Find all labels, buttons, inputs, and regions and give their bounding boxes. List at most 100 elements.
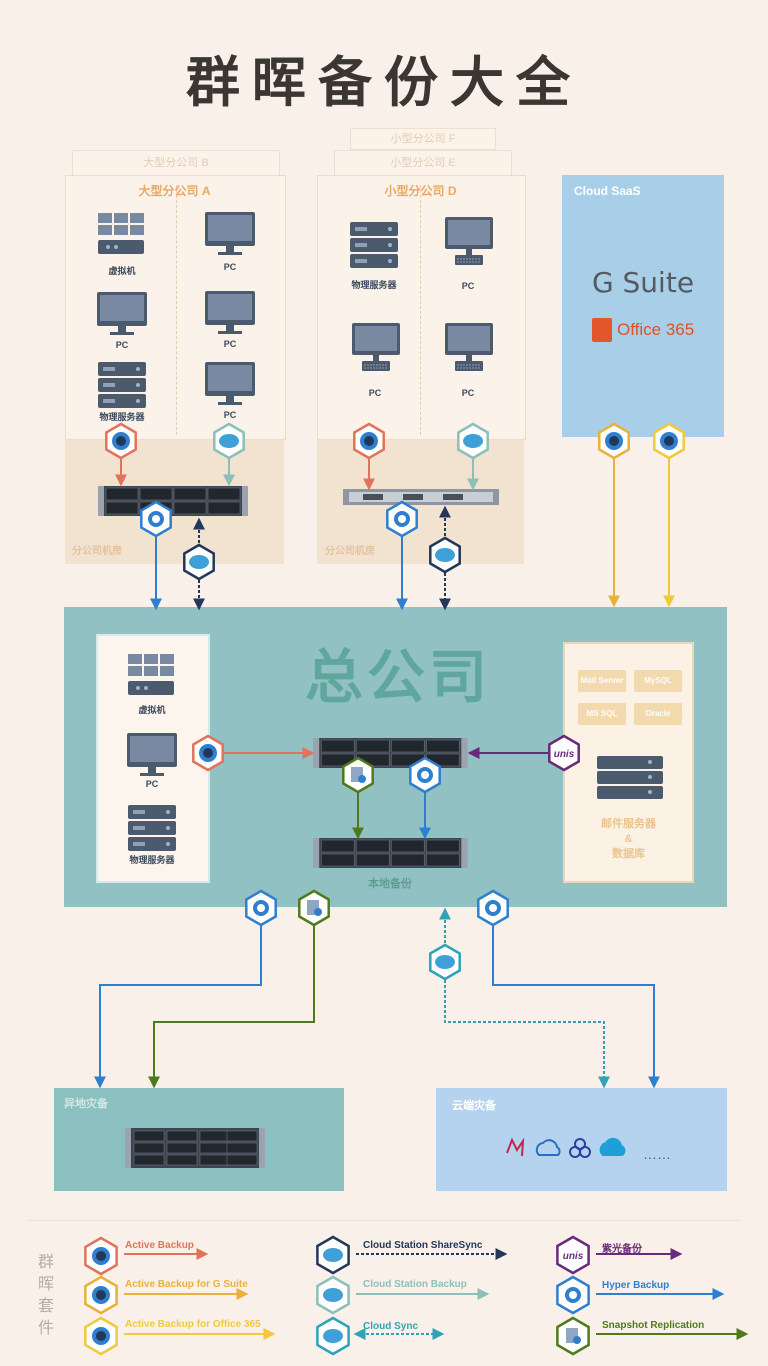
branch-a-vm-icon xyxy=(98,213,144,254)
hq-server-icon xyxy=(128,805,176,851)
hq-vm-icon xyxy=(128,654,174,695)
hq-title: 总公司 xyxy=(305,643,492,711)
badge-sharesync-d xyxy=(429,536,461,574)
gsuite-logo: G Suite xyxy=(562,266,724,299)
branch-d-pc2-icon xyxy=(351,322,401,372)
badge-hyper-backup-d xyxy=(386,500,418,538)
branch-a-server-icon xyxy=(98,362,146,408)
branch-d-pc-icon xyxy=(444,216,494,266)
branch-a-pc2-icon xyxy=(205,212,255,255)
branch-d-pc3-icon xyxy=(444,322,494,372)
legend-ab-gsuite-mark xyxy=(84,1275,249,1315)
legend-snapshot-mark xyxy=(556,1316,749,1356)
mail-server-tag: Mail Server xyxy=(578,670,626,692)
legend-side-char: 件 xyxy=(37,1320,54,1337)
legend-cloud-sync: Cloud Sync xyxy=(363,1321,419,1332)
branch-d-room-label: 分公司机房 xyxy=(325,546,375,557)
branch-e-ghost: 小型分公司 E xyxy=(334,150,512,176)
branch-d-server-icon xyxy=(350,222,398,268)
badge-o365 xyxy=(653,422,685,460)
page-title: 群晖备份大全 xyxy=(186,51,582,114)
legend-hyper-backup-mark xyxy=(556,1275,725,1315)
branch-a-pc-icon xyxy=(97,292,147,335)
branch-d-nas-icon xyxy=(343,489,499,505)
mysql-tag: MySQL xyxy=(634,670,682,692)
branch-a-phys-label: 物理服务器 xyxy=(99,412,145,422)
branch-a-pc4-icon xyxy=(205,362,255,405)
office365-logo: Office 365 xyxy=(617,320,695,339)
mail-db-label: 邮件服务器 & 数据库 xyxy=(563,817,694,862)
cloud-dr-title: 云端灾备 xyxy=(452,1100,496,1112)
badge-hyper-backup-hq xyxy=(409,756,441,794)
legend-sharesync-mark xyxy=(316,1235,508,1275)
badge-unis: unis xyxy=(548,734,580,772)
legend-unis: 紫光备份 xyxy=(602,1244,642,1255)
badge-snapshot-offsite xyxy=(298,889,330,927)
branch-d-pc2-label: PC xyxy=(368,388,382,398)
legend-cloud-sync-mark xyxy=(316,1316,445,1356)
hq-vm-label: 虚拟机 xyxy=(138,705,166,715)
legend-station-backup: Cloud Station Backup xyxy=(363,1279,467,1290)
legend-ab-o365: Active Backup for Office 365 xyxy=(125,1319,261,1330)
legend-side-char: 套 xyxy=(37,1298,54,1315)
offsite-nas-icon xyxy=(125,1128,265,1168)
legend-hyper-backup: Hyper Backup xyxy=(602,1280,670,1291)
oracle-tag: Oracle xyxy=(634,703,682,725)
branch-a-divider xyxy=(176,185,177,435)
legend-station-backup-mark xyxy=(316,1275,490,1315)
branch-e-label: 小型分公司 E xyxy=(390,157,456,169)
branch-f-label: 小型分公司 F xyxy=(390,133,456,145)
mail-db-server-icon xyxy=(597,756,663,799)
branch-a-vm-label: 虚拟机 xyxy=(108,266,136,276)
unis-text: unis xyxy=(554,749,575,760)
legend-ab-gsuite: Active Backup for G Suite xyxy=(125,1279,248,1290)
cloud-saas-title: Cloud SaaS xyxy=(574,184,641,198)
cloud-provider-icons xyxy=(506,1137,626,1158)
branch-d-divider xyxy=(420,185,421,435)
branch-a-pc2-label: PC xyxy=(223,262,237,272)
legend-active-backup: Active Backup xyxy=(125,1240,194,1251)
branch-f-ghost: 小型分公司 F xyxy=(350,128,496,150)
badge-station-backup-a xyxy=(213,422,245,460)
local-backup-label: 本地备份 xyxy=(368,878,412,890)
branch-a-room-label: 分公司机房 xyxy=(72,546,122,557)
gsuite-logo-text: G Suite xyxy=(591,266,695,299)
branch-a-pc3-label: PC xyxy=(223,339,237,349)
mail-db-line2: 数据库 xyxy=(612,848,645,860)
offsite-dr-title: 异地灾备 xyxy=(64,1098,108,1110)
legend-unis-text: unis xyxy=(563,1251,584,1262)
badge-hyper-backup-offsite xyxy=(245,889,277,927)
legend-active-backup-mark xyxy=(84,1236,209,1276)
hq-phys-label: 物理服务器 xyxy=(129,855,175,865)
legend-ab-o365-mark xyxy=(84,1316,276,1356)
branch-a-pc4-label: PC xyxy=(223,410,237,420)
mail-db-amp: & xyxy=(624,833,633,845)
legend-unis-mark: unis xyxy=(556,1235,683,1275)
legend-side-char: 晖 xyxy=(37,1276,54,1293)
branch-d-title: 小型分公司 D xyxy=(384,184,457,198)
legend-snapshot: Snapshot Replication xyxy=(602,1320,705,1331)
badge-active-backup-d xyxy=(353,422,385,460)
badge-active-backup-hq xyxy=(192,734,224,772)
branch-a-nas-icon xyxy=(97,485,249,517)
branch-d-pc-label: PC xyxy=(461,281,475,291)
badge-active-backup-a xyxy=(105,422,137,460)
branch-d-pc3-label: PC xyxy=(461,388,475,398)
mssql-tag: MS SQL xyxy=(578,703,626,725)
badge-cloud-sync xyxy=(429,943,461,981)
legend-side-char: 群 xyxy=(37,1254,54,1271)
branch-a-pc3-icon xyxy=(205,291,255,334)
badge-gsuite xyxy=(598,422,630,460)
office365-icon xyxy=(592,318,612,342)
hq-nas-primary-icon xyxy=(312,737,468,769)
legend-sharesync: Cloud Station ShareSync xyxy=(363,1240,483,1251)
cloud-dr-more: …… xyxy=(643,1146,671,1162)
hq-pc-label: PC xyxy=(145,779,159,789)
badge-hyper-backup-cloud xyxy=(477,889,509,927)
branch-a-title: 大型分公司 A xyxy=(138,184,211,198)
branch-b-label: 大型分公司 B xyxy=(143,157,209,169)
hq-nas-local-backup-icon xyxy=(312,837,468,869)
cloud-saas-panel xyxy=(562,175,724,437)
hq-pc-icon xyxy=(127,733,177,776)
